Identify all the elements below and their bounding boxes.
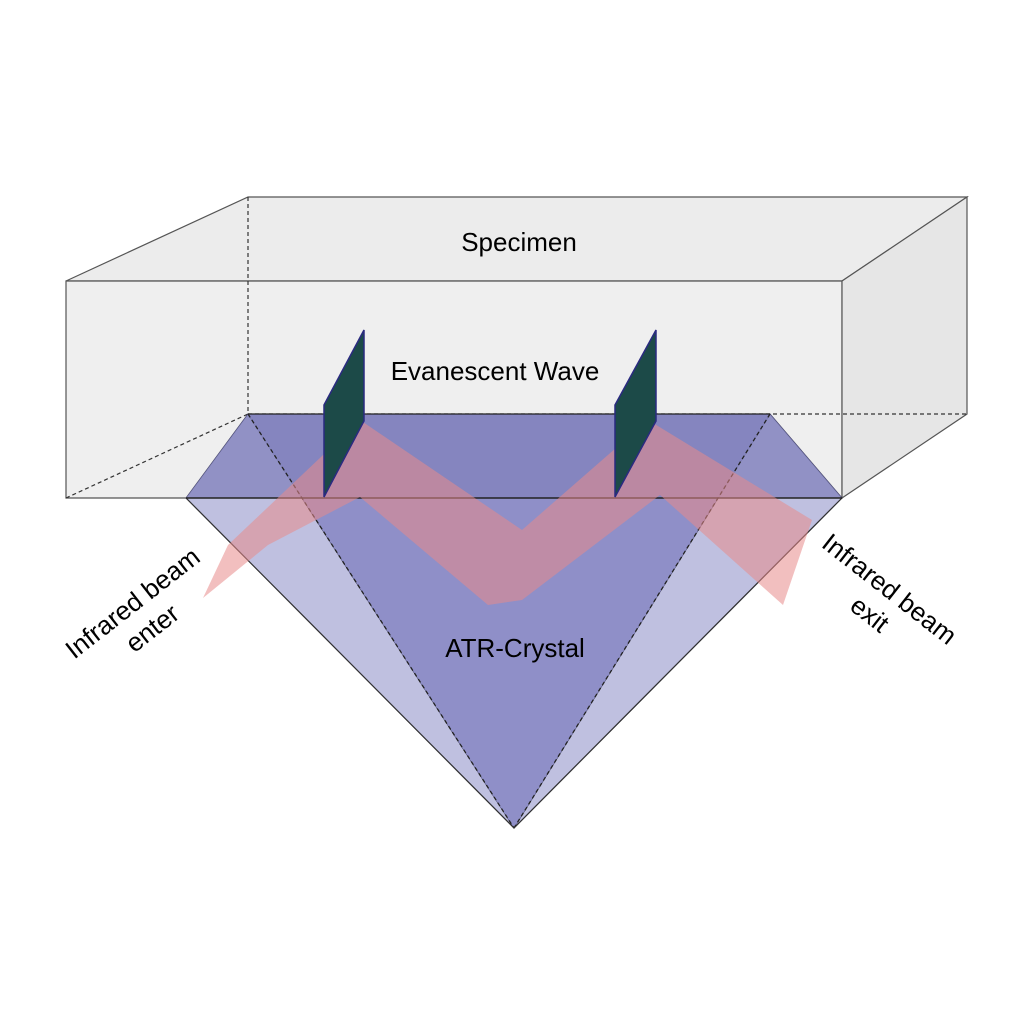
atr-crystal	[185, 413, 843, 829]
beam-exit-label-line1: Infrared beam	[817, 527, 963, 650]
beam-path	[203, 420, 812, 605]
infrared-beam	[203, 420, 812, 605]
specimen-label: Specimen	[461, 227, 577, 257]
atr-crystal-label: ATR-Crystal	[445, 633, 585, 663]
crystal-dashed-edge-left	[247, 413, 515, 829]
beam-exit-label: Infrared beam exit	[817, 527, 963, 650]
crystal-center-face	[248, 414, 770, 828]
evanescent-wave-label: Evanescent Wave	[391, 356, 600, 386]
crystal-outline	[185, 497, 843, 829]
evanescent-plate-right	[614, 329, 657, 498]
beam-enter-label: Infrared beam enter	[59, 541, 205, 664]
specimen-hidden-edge-left	[65, 413, 249, 499]
evanescent-plate-left	[323, 329, 365, 498]
specimen-right-face	[841, 195, 968, 500]
